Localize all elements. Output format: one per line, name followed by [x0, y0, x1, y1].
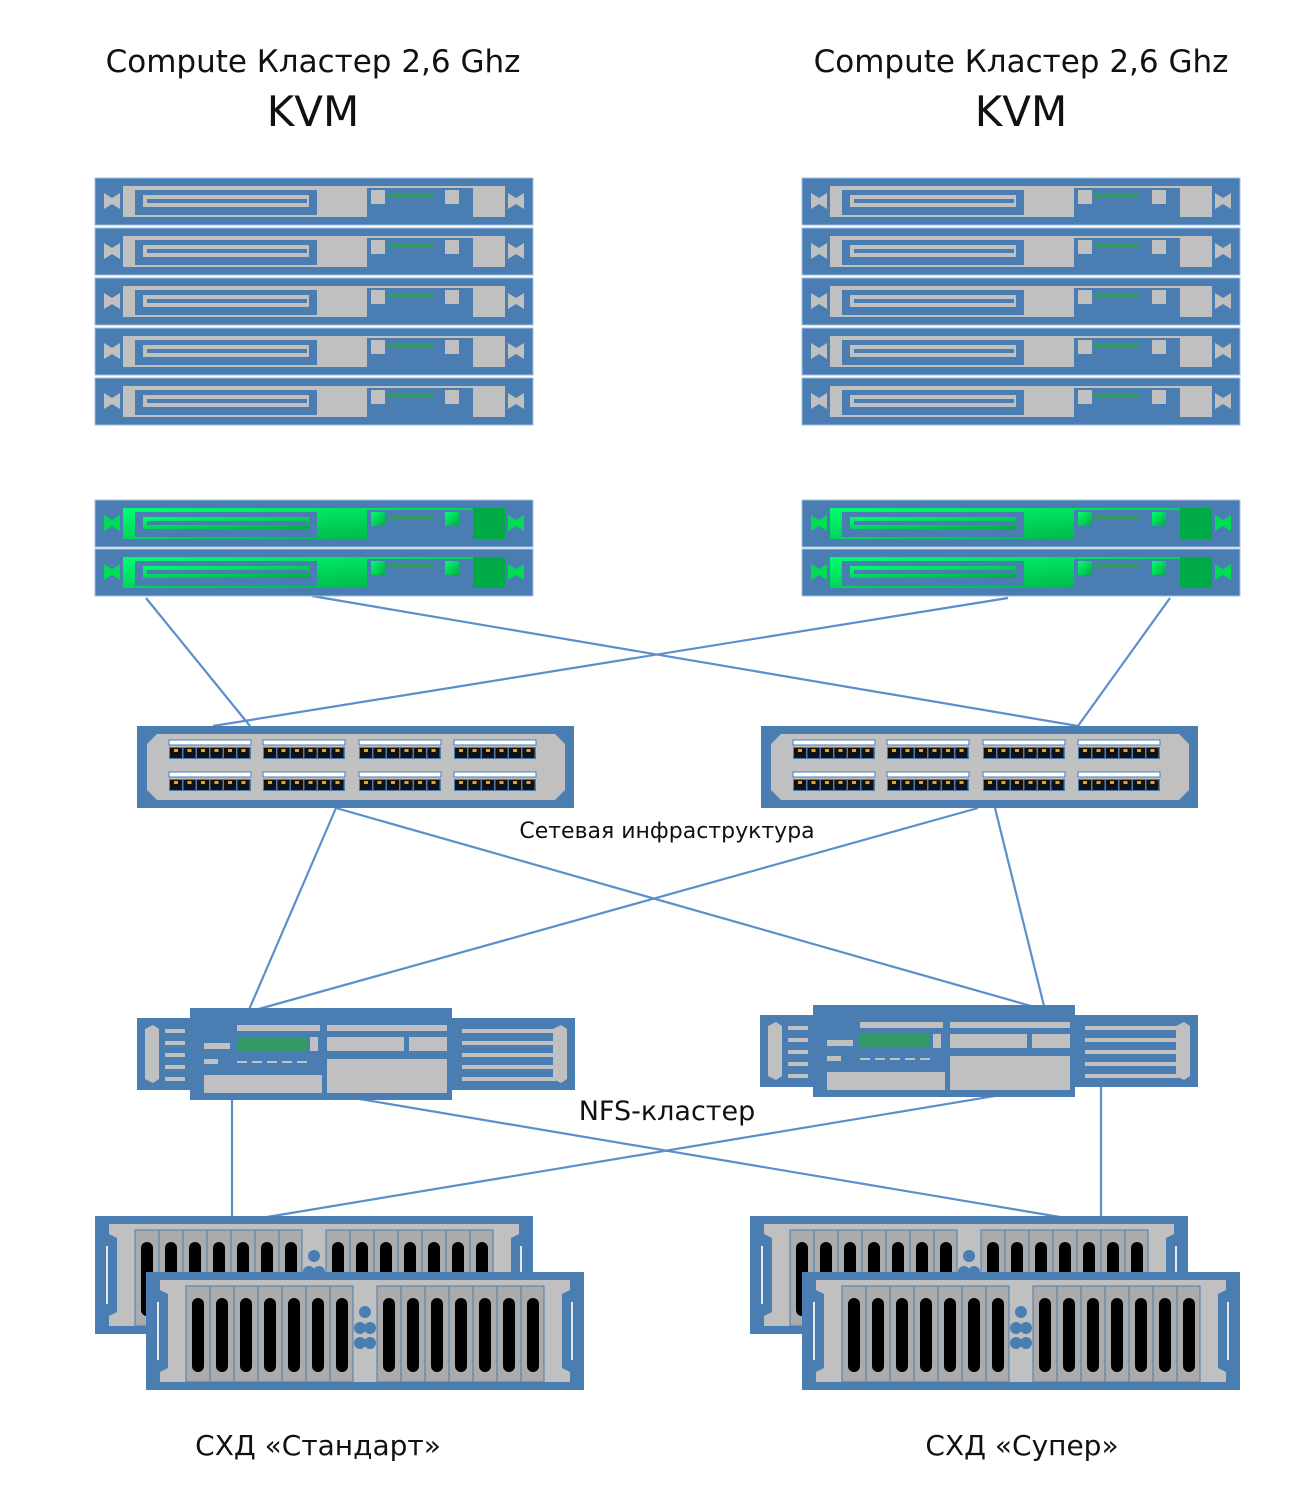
- right-network-switch: [761, 726, 1198, 808]
- right-compute-server: [801, 327, 1241, 376]
- right-storage-array-front: [802, 1272, 1240, 1390]
- right-cluster-subtitle: KVM: [975, 87, 1068, 136]
- left-storage-array-front: [146, 1272, 584, 1390]
- left-nfs-server: [137, 1008, 575, 1100]
- network-link: [145, 597, 251, 727]
- left-cluster-title: Compute Кластер 2,6 Ghz: [106, 44, 521, 80]
- left-gateway-server: [94, 499, 534, 548]
- right-gateway-server: [801, 548, 1241, 597]
- right-compute-server: [801, 277, 1241, 326]
- right-nfs-server: [760, 1005, 1198, 1097]
- links: [145, 594, 1171, 1220]
- right-compute-server: [801, 377, 1241, 426]
- left-compute-server: [94, 377, 534, 426]
- network-label: Сетевая инфраструктура: [519, 819, 814, 844]
- network-link: [247, 806, 979, 1014]
- network-link: [299, 1087, 1067, 1220]
- storage-left-label: СХД «Стандарт»: [195, 1429, 441, 1462]
- nfs-label: NFS-кластер: [579, 1096, 756, 1127]
- left-cluster-subtitle: KVM: [267, 87, 360, 136]
- left-network-switch: [137, 726, 574, 808]
- network-link: [1077, 597, 1171, 727]
- left-compute-server: [94, 277, 534, 326]
- right-cluster-title: Compute Кластер 2,6 Ghz: [814, 44, 1229, 80]
- left-gateway-server: [94, 548, 534, 597]
- left-compute-server: [94, 177, 534, 226]
- right-compute-server: [801, 177, 1241, 226]
- right-gateway-server: [801, 499, 1241, 548]
- right-compute-server: [801, 227, 1241, 276]
- left-compute-server: [94, 327, 534, 376]
- network-link: [246, 807, 338, 1013]
- network-link: [260, 1084, 1056, 1220]
- network-link: [311, 594, 1079, 728]
- network-link: [993, 807, 1047, 1011]
- network-link: [212, 596, 1009, 728]
- network-link: [335, 806, 1046, 1012]
- storage-right-label: СХД «Супер»: [925, 1429, 1118, 1462]
- left-compute-server: [94, 227, 534, 276]
